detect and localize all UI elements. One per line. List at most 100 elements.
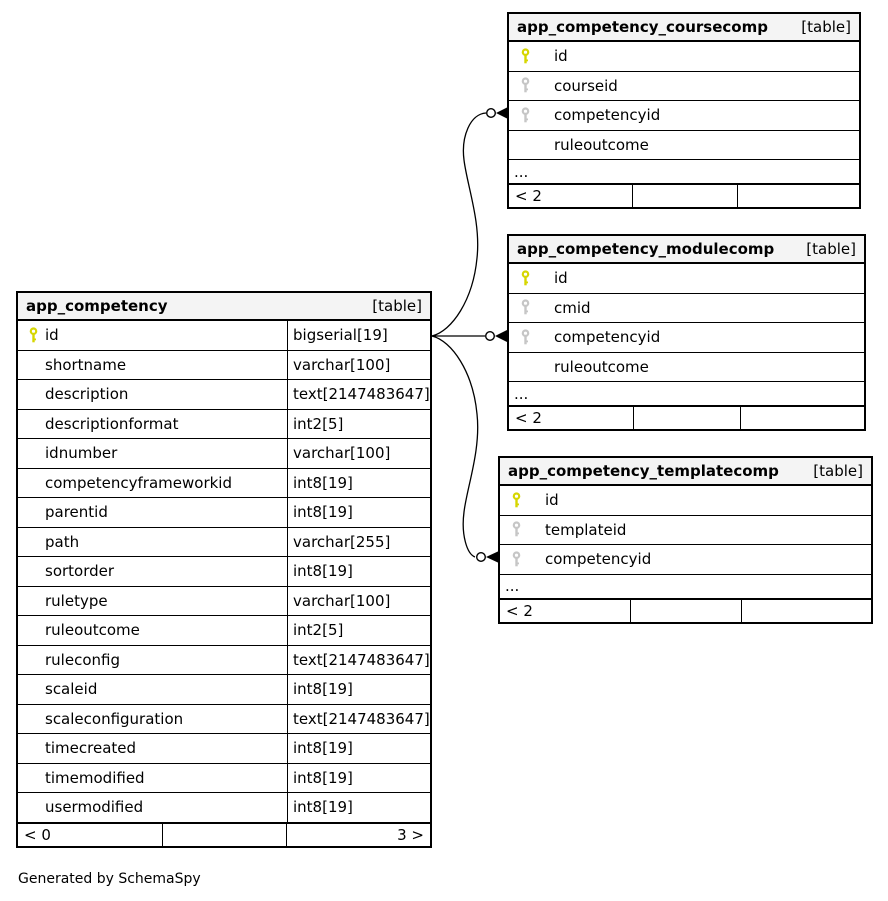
- column-cell: ruleoutcome: [509, 353, 864, 382]
- column-cell: description: [18, 380, 287, 409]
- column-name: sortorder: [45, 562, 115, 581]
- column-row-idnumber: idnumber varchar[100]: [18, 438, 430, 468]
- column-cell: timecreated: [18, 734, 287, 763]
- footer-middle-cell: [162, 823, 286, 846]
- table-footer: < 2: [509, 183, 859, 207]
- column-name: cmid: [554, 298, 591, 317]
- column-cell: sortorder: [18, 557, 287, 586]
- zero-circle-marker: [486, 107, 497, 118]
- column-cell: timemodified: [18, 764, 287, 793]
- column-row-scaleid: scaleid int8[19]: [18, 674, 430, 704]
- column-cell: competencyframeworkid: [18, 469, 287, 498]
- column-type: int8[19]: [287, 675, 430, 704]
- column-name: shortname: [45, 355, 127, 374]
- column-name: timemodified: [45, 768, 145, 787]
- column-cell: shortname: [18, 351, 287, 380]
- table-footer: < 0 3 >: [18, 821, 430, 846]
- column-type: int2[5]: [287, 616, 430, 645]
- more-columns-row: ...: [509, 381, 864, 405]
- column-name: idnumber: [45, 444, 118, 463]
- foreign-key-icon: [511, 521, 545, 538]
- column-row-templateid: templateid: [500, 514, 871, 545]
- column-cell: ruletype: [18, 587, 287, 616]
- column-cell: competencyid: [509, 323, 864, 352]
- table-title[interactable]: app_competency_coursecomp: [517, 18, 768, 36]
- column-name: competencyid: [554, 328, 661, 347]
- table-title[interactable]: app_competency: [26, 297, 168, 315]
- footer-middle-cell: [631, 185, 737, 207]
- column-type: int8[19]: [287, 763, 430, 792]
- column-row-id: id: [509, 264, 864, 293]
- column-cell: templateid: [500, 516, 871, 545]
- column-name: competencyframeworkid: [45, 473, 232, 492]
- column-row-ruleconfig: ruleconfig text[2147483647]: [18, 644, 430, 675]
- table-tag: [table]: [806, 240, 856, 258]
- table-app_competency_modulecomp[interactable]: app_competency_modulecomp [table] id cmid…: [507, 234, 866, 431]
- column-name: competencyid: [545, 550, 652, 569]
- column-name: ruleoutcome: [554, 357, 649, 376]
- zero-circle-marker: [476, 552, 487, 563]
- column-row-courseid: courseid: [509, 70, 859, 101]
- column-name: timecreated: [45, 739, 137, 758]
- relationship-line: [431, 335, 479, 558]
- column-row-cmid: cmid: [509, 292, 864, 323]
- footer-children-count: < 0: [24, 825, 51, 844]
- column-type: varchar[100]: [287, 439, 430, 468]
- column-row-ruleoutcome: ruleoutcome: [509, 129, 859, 160]
- column-name: ruletype: [45, 591, 108, 610]
- column-row-ruleoutcome: ruleoutcome: [509, 351, 864, 382]
- column-type: bigserial[19]: [287, 321, 430, 350]
- column-row-competencyid: competencyid: [509, 322, 864, 352]
- column-row-competencyid: competencyid: [500, 544, 871, 574]
- table-header[interactable]: app_competency_templatecomp [table]: [500, 458, 871, 486]
- column-type: varchar[100]: [287, 350, 430, 379]
- foreign-key-icon: [520, 299, 554, 316]
- column-type: int8[19]: [287, 793, 430, 822]
- column-type: int2[5]: [287, 409, 430, 438]
- footer-children-count: < 2: [515, 409, 542, 427]
- column-cell: cmid: [509, 294, 864, 323]
- relationship-templatecomp: [431, 335, 500, 564]
- column-row-id: id: [509, 42, 859, 71]
- column-cell: ruleconfig: [18, 646, 287, 675]
- foreign-key-icon: [511, 551, 545, 568]
- footer-children-count: < 2: [515, 187, 542, 205]
- table-title[interactable]: app_competency_modulecomp: [517, 240, 775, 258]
- column-type: text[2147483647]: [287, 704, 430, 733]
- column-cell: ruleoutcome: [18, 616, 287, 645]
- table-footer: < 2: [500, 597, 871, 622]
- table-footer: < 2: [509, 405, 864, 429]
- table-tag: [table]: [813, 462, 863, 480]
- column-type: varchar[255]: [287, 527, 430, 556]
- column-row-shortname: shortname varchar[100]: [18, 349, 430, 380]
- column-name: ruleconfig: [45, 650, 120, 669]
- table-title[interactable]: app_competency_templatecomp: [508, 462, 779, 480]
- table-tag: [table]: [372, 297, 422, 315]
- footer-parents-count: 3 >: [285, 823, 430, 846]
- column-name: scaleid: [45, 680, 98, 699]
- table-header[interactable]: app_competency [table]: [18, 293, 430, 321]
- table-header[interactable]: app_competency_coursecomp [table]: [509, 14, 859, 42]
- column-type: text[2147483647]: [287, 645, 430, 674]
- table-header[interactable]: app_competency_modulecomp [table]: [509, 236, 864, 264]
- primary-key-icon: [511, 492, 545, 509]
- column-cell: courseid: [509, 72, 859, 101]
- column-cell: path: [18, 528, 287, 557]
- column-cell: idnumber: [18, 439, 287, 468]
- column-cell: id: [500, 486, 871, 515]
- column-cell: id: [509, 42, 859, 71]
- foreign-key-icon: [520, 77, 554, 94]
- relationship-line: [431, 112, 487, 337]
- column-type: int8[19]: [287, 734, 430, 763]
- column-cell: ruleoutcome: [509, 131, 859, 160]
